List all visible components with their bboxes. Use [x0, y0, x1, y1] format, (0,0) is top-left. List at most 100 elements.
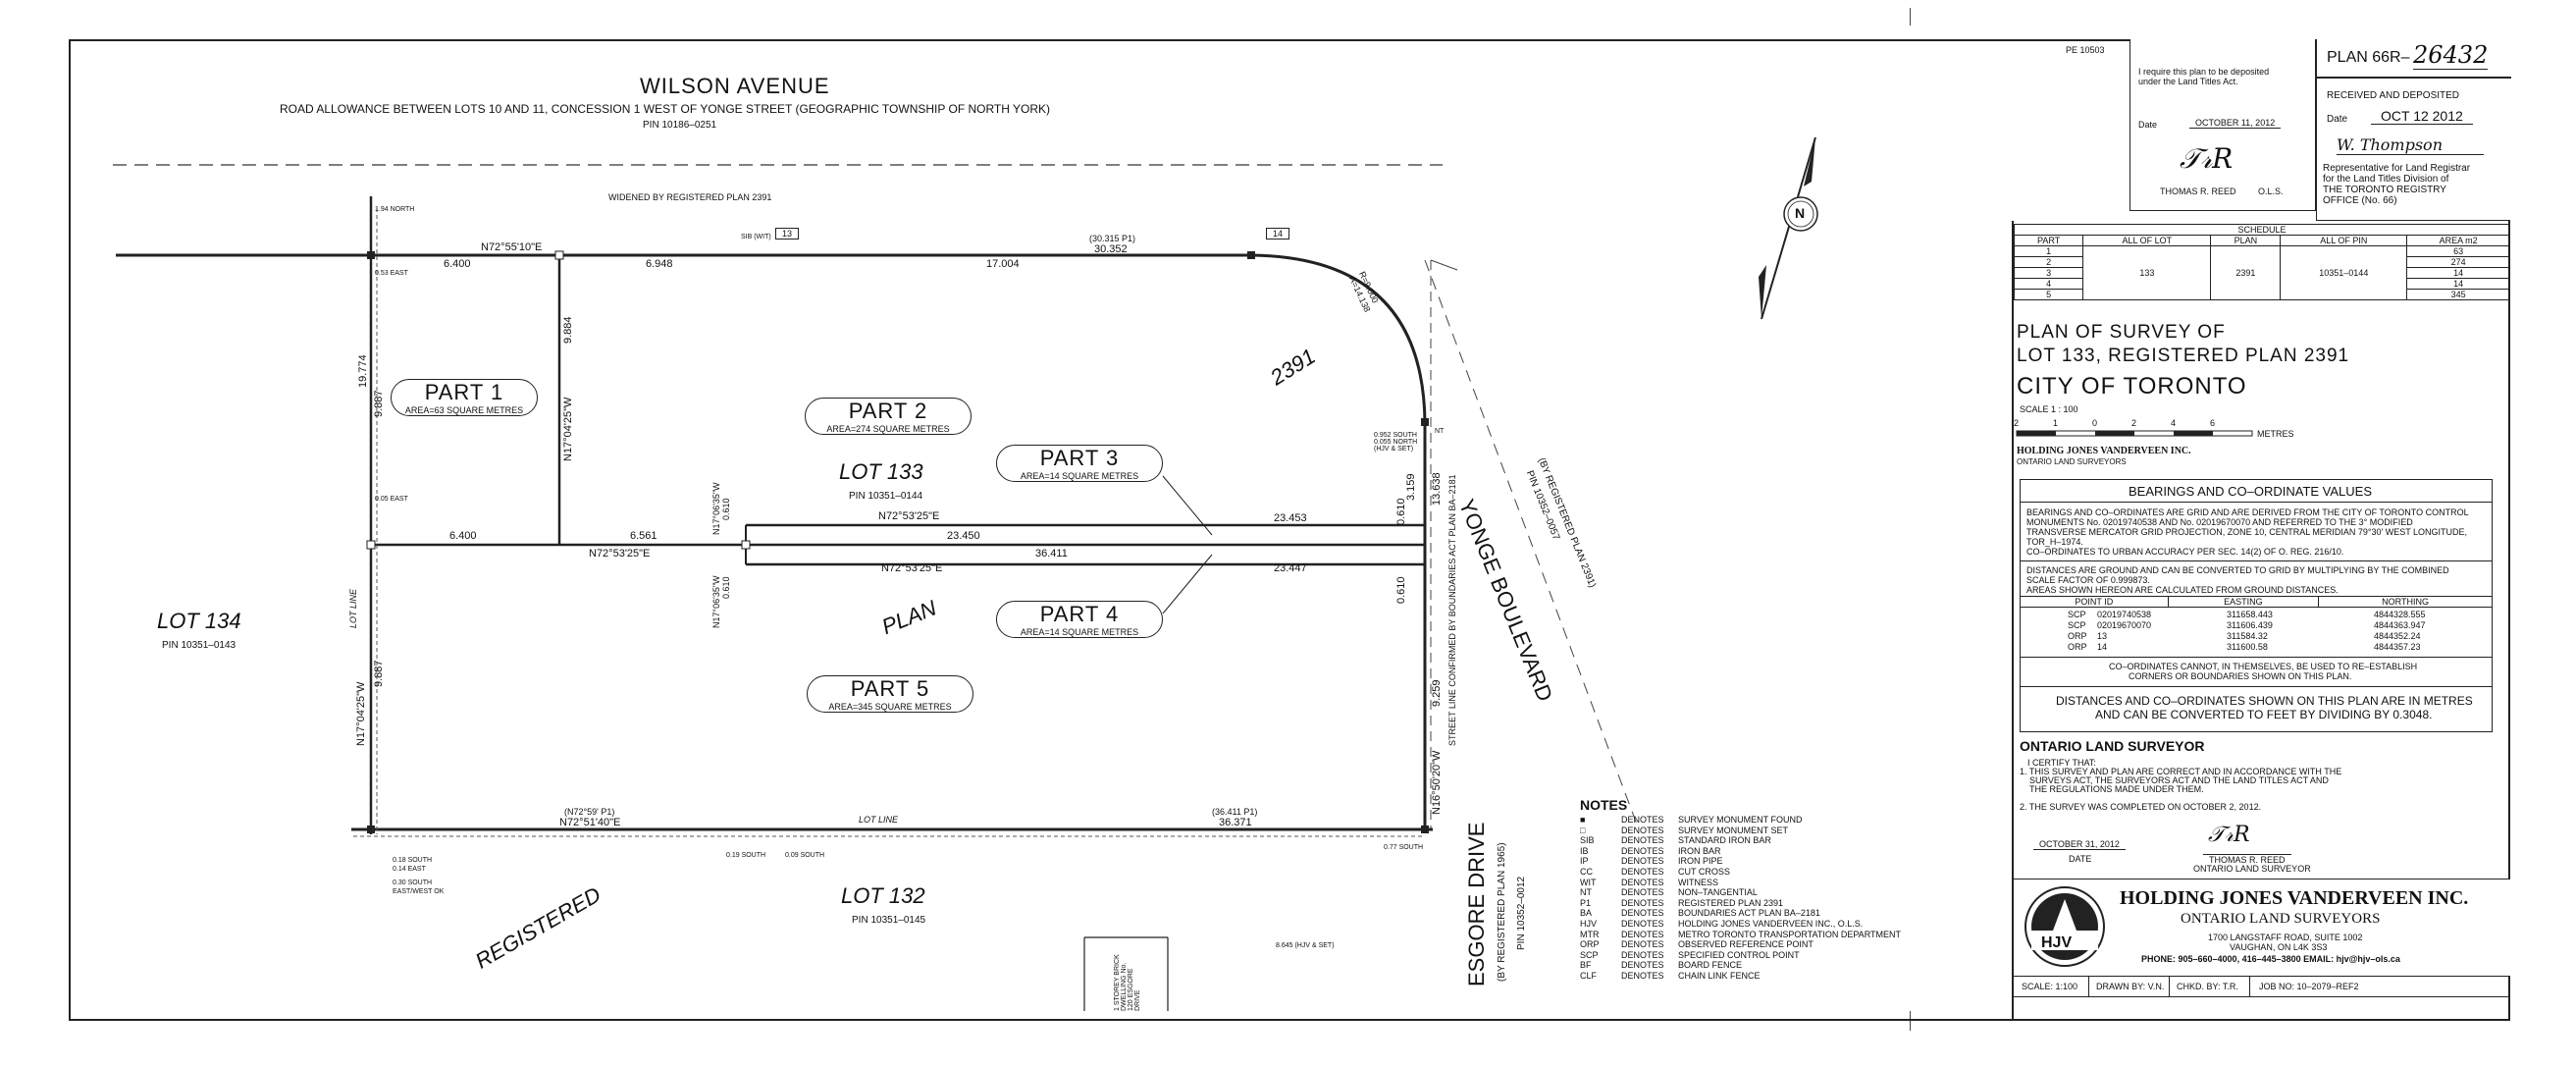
- certificate-c1b: SURVEYS ACT, THE SURVEYORS ACT AND THE L…: [2029, 775, 2329, 785]
- note-denotes: DENOTES: [1621, 897, 1664, 908]
- coord-type: SCP: [2068, 620, 2086, 630]
- hjv-logo-icon: [2024, 886, 2105, 967]
- dim-small-bear2: N17°06'35"W: [711, 575, 721, 628]
- monument-13: 13: [775, 228, 800, 240]
- scale-tick: 2: [2131, 418, 2137, 428]
- note-symbol: HJV: [1580, 919, 1598, 929]
- dim-mid-bearing: N72°53'25"E: [589, 548, 651, 560]
- monument-mark: [1421, 418, 1429, 426]
- coord-northing: 4844363.947: [2374, 620, 2426, 630]
- note-symbol: BF: [1580, 960, 1592, 971]
- hjv-logo: HJV: [2024, 885, 2106, 968]
- street-dash-2: [1424, 259, 1640, 830]
- certificate-c1c: THE REGULATIONS MADE UNDER THEM.: [2029, 784, 2204, 794]
- note-symbol: IB: [1580, 845, 1589, 856]
- dim-small-bear1: N17°06'35"W: [711, 482, 721, 535]
- coordinate-row: SCP 02019670070 311606.439 4844363.947: [2021, 620, 2492, 631]
- coord-type: SCP: [2068, 610, 2086, 619]
- permit-box: I require this plan to be deposited unde…: [2129, 39, 2316, 211]
- note-meaning: BOARD FENCE: [1678, 960, 1743, 971]
- firm-block: HJV HOLDING JONES VANDERVEEN INC. ONTARI…: [2014, 879, 2510, 977]
- coord-type: ORP: [2068, 642, 2087, 652]
- title-line-3: CITY OF TORONTO: [2017, 373, 2247, 400]
- note-denotes: DENOTES: [1621, 867, 1664, 877]
- coord-id: 02019740538: [2097, 610, 2152, 619]
- footer-row: SCALE: 1:100 DRAWN BY: V.N. CHKD. BY: T.…: [2014, 977, 2510, 997]
- firm-addr1: 1700 LANGSTAFF ROAD, SUITE 1002: [2208, 933, 2363, 942]
- part-1-label: PART 1 AREA=63 SQUARE METRES: [391, 379, 538, 416]
- offset-label: 0.30 SOUTH: [393, 879, 433, 886]
- dim-mid-bearing2: N72°53'25"E: [878, 510, 940, 522]
- dim-mid-e: 23.453: [1274, 512, 1307, 524]
- note-denotes: DENOTES: [1621, 919, 1664, 929]
- note-symbol: IP: [1580, 856, 1589, 867]
- note-denotes: DENOTES: [1621, 815, 1664, 825]
- firm-small-sub: ONTARIO LAND SURVEYORS: [2017, 457, 2127, 466]
- footer-job: JOB NO: 10–2079–REF2: [2259, 982, 2359, 991]
- note-meaning: HOLDING JONES VANDERVEEN INC., O.L.S.: [1678, 919, 1864, 929]
- note-denotes: DENOTES: [1621, 971, 1664, 981]
- coord-id: 13: [2097, 631, 2108, 641]
- lot-132-pin: PIN 10351–0145: [852, 915, 926, 926]
- coord-easting: 311600.58: [2227, 642, 2268, 652]
- scale-unit: METRES: [2257, 429, 2294, 439]
- coord-id: 02019670070: [2097, 620, 2152, 630]
- note-symbol: SIB: [1580, 835, 1595, 846]
- leader-part4: [1162, 554, 1213, 614]
- note-symbol: ORP: [1580, 939, 1600, 950]
- dim-low-e: 23.447: [1274, 562, 1307, 574]
- footer-drawn: DRAWN BY: V.N.: [2096, 982, 2165, 991]
- lot-133-label: LOT 133: [839, 459, 923, 484]
- scale-tick: 4: [2171, 418, 2177, 428]
- certificate-certify: I CERTIFY THAT:: [2027, 758, 2096, 768]
- coord-easting: 311606.439: [2227, 620, 2273, 630]
- note-denotes: DENOTES: [1621, 929, 1664, 939]
- part-2-label: PART 2 AREA=274 SQUARE METRES: [805, 398, 972, 435]
- note-meaning: METRO TORONTO TRANSPORTATION DEPARTMENT: [1678, 929, 1902, 939]
- leader-part3: [1162, 475, 1213, 536]
- dim-low-bearing: N72°53'25"E: [881, 562, 943, 574]
- note-meaning: BOUNDARIES ACT PLAN BA–2181: [1678, 908, 1820, 919]
- note-symbol: MTR: [1580, 929, 1600, 939]
- signature-thompson: W. Thompson: [2337, 135, 2484, 155]
- dim-right-bearing: N16°50'20"W: [1431, 750, 1443, 815]
- certificate-title: ONTARIO LAND SURVEYOR: [2020, 738, 2205, 754]
- monument-mark: [554, 250, 564, 260]
- certificate-date: OCTOBER 31, 2012: [2033, 839, 2126, 850]
- note-meaning: SURVEY MONUMENT SET: [1678, 825, 1789, 835]
- note-meaning: SURVEY MONUMENT FOUND: [1678, 815, 1803, 825]
- note-denotes: DENOTES: [1621, 960, 1664, 971]
- note-meaning: REGISTERED PLAN 2391: [1678, 897, 1784, 908]
- north-arrow-graphic: [1759, 136, 1818, 320]
- pe-number: PE 10503: [2066, 45, 2105, 55]
- monument-mark: [366, 540, 376, 550]
- firm-sub: ONTARIO LAND SURVEYORS: [2181, 911, 2381, 927]
- title-column-border: [2012, 221, 2014, 1021]
- note-meaning: CHAIN LINK FENCE: [1678, 971, 1761, 981]
- note-denotes: DENOTES: [1621, 835, 1664, 846]
- dim-top-p1: (30.315 P1): [1089, 234, 1136, 243]
- street-pin-esgore: PIN 10352–0012: [1516, 876, 1527, 950]
- coord-easting: 311658.443: [2227, 610, 2273, 619]
- clf-north: 1.94 NORTH: [375, 206, 415, 213]
- note-symbol: ■: [1580, 815, 1586, 825]
- note-row: ■ DENOTES SURVEY MONUMENT FOUND: [1580, 815, 1972, 825]
- note-meaning: WITNESS: [1678, 877, 1719, 887]
- firm-name: HOLDING JONES VANDERVEEN INC.: [2120, 887, 2469, 909]
- monument-14: 14: [1266, 228, 1290, 240]
- plan-number-box: PLAN 66R– 26432 RECEIVED AND DEPOSITED D…: [2316, 39, 2511, 221]
- north-arrow-label: N: [1795, 205, 1806, 221]
- offset-label: EAST/WEST OK: [393, 888, 445, 895]
- scale-text: SCALE 1 : 100: [2020, 404, 2078, 414]
- monument-sib: SIB (WIT): [741, 234, 771, 240]
- note-meaning: SPECIFIED CONTROL POINT: [1678, 949, 1800, 960]
- dim-mid-b: 6.561: [630, 530, 657, 542]
- coord-easting: 311584.32: [2227, 631, 2268, 641]
- bearings-box: BEARINGS AND CO–ORDINATE VALUES BEARINGS…: [2020, 479, 2493, 732]
- certificate-role: ONTARIO LAND SURVEYOR: [2193, 864, 2311, 874]
